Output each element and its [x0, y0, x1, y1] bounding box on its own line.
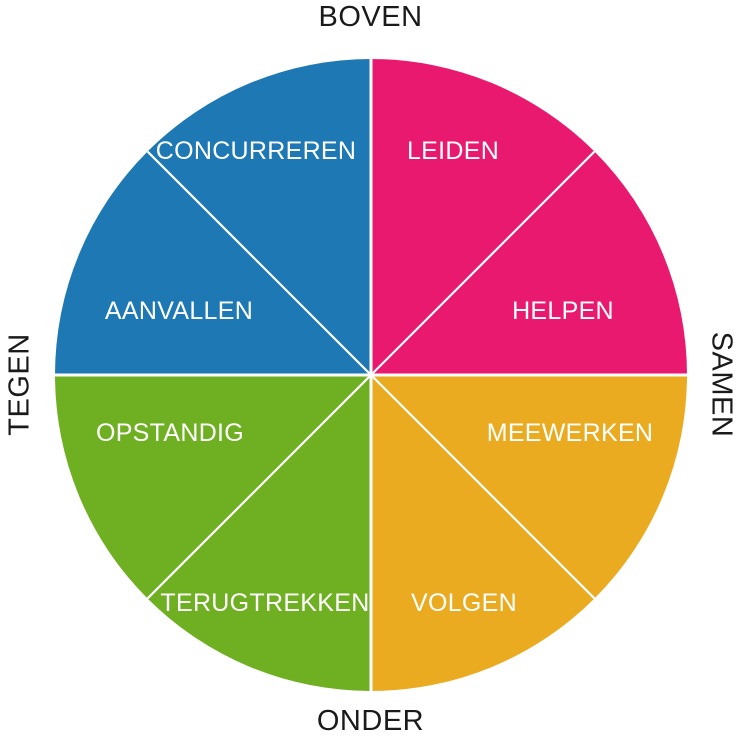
segment-label-leiden: LEIDEN — [407, 137, 499, 165]
divider-line-225 — [146, 150, 372, 376]
segment-volgen[interactable] — [147, 375, 371, 691]
segment-label-concurreren: CONCURREREN — [156, 137, 357, 165]
axis-label-boven: BOVEN — [318, 1, 423, 33]
segment-label-opstandig: OPSTANDIG — [96, 419, 244, 447]
axis-label-onder: ONDER — [316, 705, 425, 737]
segment-label-aanvallen: AANVALLEN — [105, 297, 253, 325]
segment-labels-group: CONCURREREN AANVALLEN LEIDEN HELPEN MEEWERKE… — [96, 137, 653, 617]
segments-group — [55, 58, 687, 691]
axis-label-samen: SAMEN — [705, 331, 738, 438]
divider-line-315 — [370, 150, 596, 376]
segment-label-terugtrekken: TERUGTREKKEN — [160, 589, 369, 617]
segment-meewerken[interactable] — [55, 375, 371, 599]
segment-helpen[interactable] — [55, 151, 371, 375]
segment-opstandig[interactable] — [371, 375, 687, 599]
segment-aanvallen[interactable] — [371, 151, 687, 375]
segment-label-helpen: HELPEN — [512, 297, 614, 325]
segment-label-meewerken: MEEWERKEN — [487, 419, 654, 447]
divider-line-45 — [370, 374, 596, 600]
segment-concurreren[interactable] — [371, 58, 595, 375]
segment-terugtrekken[interactable] — [371, 375, 595, 691]
segment-label-volgen: VOLGEN — [411, 589, 517, 617]
divider-line-135 — [146, 374, 372, 600]
dividers-group — [55, 59, 687, 691]
axis-label-tegen: TEGEN — [3, 333, 36, 436]
segment-leiden[interactable] — [147, 59, 371, 375]
